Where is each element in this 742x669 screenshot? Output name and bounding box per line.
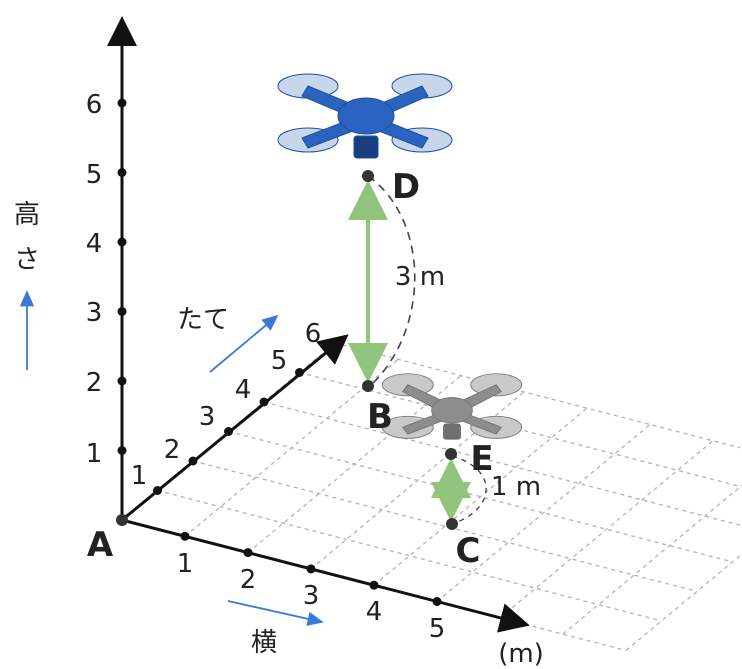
grid-line: [228, 430, 733, 563]
drone-icon: [277, 73, 453, 159]
height-label-line2: さ: [14, 245, 40, 275]
width-hint-arrow: [227, 600, 324, 626]
point-e-label: E: [470, 439, 493, 479]
depth-tick-3: 3: [199, 402, 216, 432]
grid-line: [192, 460, 698, 593]
tick-dot: [153, 486, 162, 495]
tick-dot: [259, 397, 269, 407]
height-tick-5: 5: [86, 160, 103, 190]
tick-dot: [224, 427, 233, 436]
width-tick-labels: 1 2 3 4 5: [177, 549, 446, 644]
point-b-label: B: [367, 397, 393, 437]
width-tick-1: 1: [177, 549, 194, 579]
dashed-arc-bd: [367, 175, 416, 387]
depth-tick-4: 4: [235, 375, 252, 405]
tick-dot: [117, 168, 127, 177]
height-tick-4: 4: [86, 229, 103, 259]
tick-dot: [243, 548, 253, 558]
point-a-label: A: [87, 525, 114, 565]
grid-line: [562, 484, 742, 635]
grid-line: [263, 401, 741, 526]
width-tick-2: 2: [240, 565, 257, 595]
depth-tick-1: 1: [131, 461, 148, 491]
grid-line: [436, 424, 651, 602]
tick-dot: [117, 237, 127, 247]
grid-line: [499, 440, 714, 619]
tick-dot: [295, 368, 304, 377]
width-unit-label: (m): [498, 639, 544, 669]
tick-dot: [188, 456, 198, 466]
point-d-dot: [362, 170, 374, 182]
distance-label-ce: 1 m: [491, 472, 541, 502]
tick-dot: [117, 307, 127, 316]
tick-dot: [117, 446, 127, 455]
grid-line: [121, 519, 627, 652]
width-label: 横: [251, 628, 277, 658]
depth-hint-arrow: [209, 314, 279, 373]
depth-tick-labels: 1 2 3 4 5 6: [131, 319, 322, 491]
tick-dot: [432, 597, 442, 606]
point-a-dot: [116, 514, 128, 526]
point-c-label: C: [456, 531, 481, 571]
tick-dot: [369, 580, 379, 590]
grid-line: [373, 407, 588, 586]
depth-tick-6: 6: [305, 319, 322, 349]
point-c-dot: [446, 518, 458, 530]
point-d-label: D: [392, 167, 420, 207]
depth-tick-5: 5: [271, 346, 288, 376]
point-b-dot: [362, 380, 374, 392]
grid-line: [184, 358, 399, 537]
height-tick-6: 6: [86, 90, 103, 120]
tick-dot: [330, 338, 340, 348]
height-tick-3: 3: [86, 298, 103, 328]
width-tick-3: 3: [303, 581, 320, 611]
tick-dot: [306, 564, 316, 574]
tick-dot: [117, 98, 127, 108]
point-e-dot: [445, 448, 457, 460]
distance-label-bd: 3 m: [395, 262, 445, 292]
grid-line: [625, 553, 742, 651]
grid-line: [334, 342, 741, 449]
drone-icon: [381, 373, 523, 440]
tick-dot: [180, 531, 190, 541]
grid-line: [310, 391, 525, 570]
grid-line: [157, 489, 662, 622]
ground-grid: [121, 342, 742, 652]
tick-dot: [117, 376, 127, 386]
points: [116, 170, 458, 530]
depth-tick-2: 2: [164, 435, 181, 465]
width-tick-4: 4: [366, 597, 383, 627]
width-tick-5: 5: [429, 614, 446, 644]
depth-label: たて: [177, 305, 229, 335]
tick-dots: [117, 98, 442, 606]
height-label-line1: 高: [14, 200, 40, 230]
grid-line: [247, 375, 462, 554]
height-tick-1: 1: [86, 439, 103, 469]
height-tick-2: 2: [86, 368, 103, 398]
height-tick-labels: 1 2 3 4 5 6: [86, 90, 103, 469]
